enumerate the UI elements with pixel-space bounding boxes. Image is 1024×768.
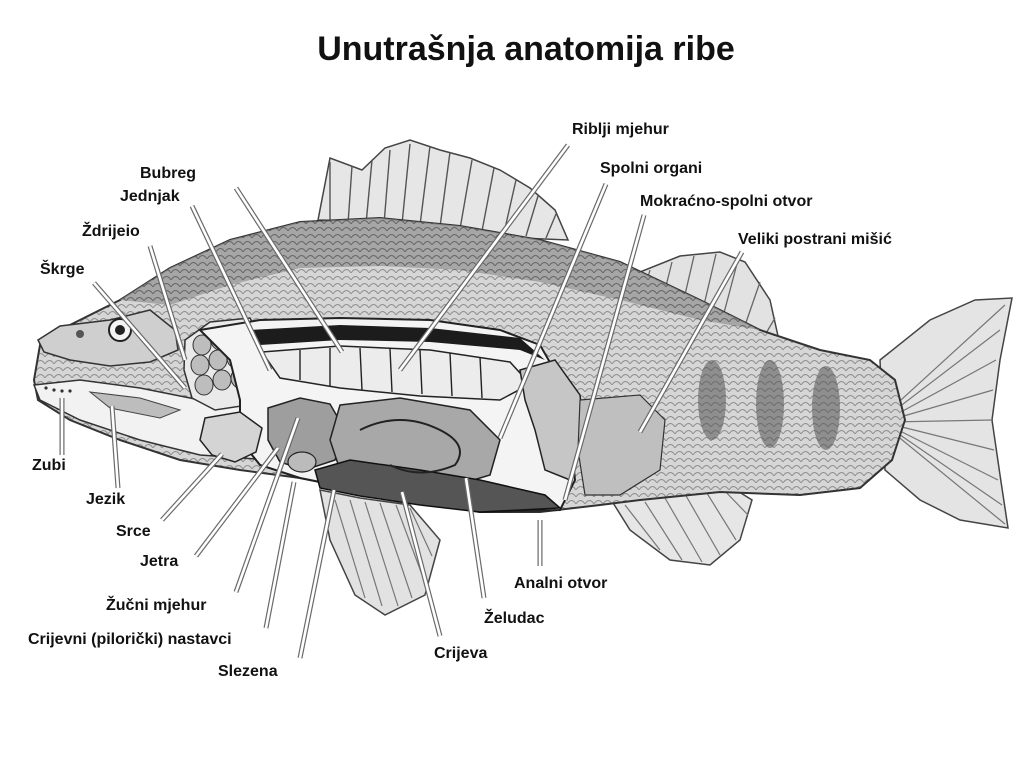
arrow-riblji-mjehur bbox=[397, 143, 571, 372]
label-veliki-postrani-misic: Veliki postrani mišić bbox=[738, 231, 892, 248]
arrow-zdrijelo bbox=[147, 245, 188, 361]
label-slezena: Slezena bbox=[218, 663, 278, 680]
label-zeludac: Želudac bbox=[484, 608, 545, 627]
fish-head bbox=[37, 309, 179, 367]
label-crijeva: Crijeva bbox=[434, 645, 487, 662]
intestines bbox=[314, 459, 562, 513]
labels: Riblji mjehur Spolni organi Mokraćno-spo… bbox=[28, 121, 892, 680]
arrow-mokracno-spolni-otvor bbox=[562, 214, 647, 501]
heart bbox=[199, 411, 263, 463]
label-zdrijelo: Ždrijeio bbox=[82, 221, 140, 240]
kidney bbox=[250, 325, 545, 360]
label-crijevni-nastavci: Crijevni (pilorički) nastavci bbox=[28, 631, 232, 648]
label-mokracno-spolni-otvor: Mokraćno-spolni otvor bbox=[640, 193, 812, 210]
gall-bladder bbox=[287, 451, 317, 473]
body-cavity bbox=[197, 316, 666, 514]
anal-fin bbox=[608, 479, 753, 566]
label-riblji-mjehur: Riblji mjehur bbox=[572, 121, 669, 138]
arrow-zucni-mjehur bbox=[233, 417, 301, 593]
pointer-arrows bbox=[59, 143, 745, 659]
label-spolni-organi: Spolni organi bbox=[600, 160, 702, 177]
pelvic-fin bbox=[319, 489, 441, 616]
teeth bbox=[44, 386, 72, 393]
arrow-skrge bbox=[92, 281, 187, 390]
arrow-slezena bbox=[297, 489, 337, 659]
label-jezik: Jezik bbox=[86, 491, 125, 508]
arrow-jezik bbox=[109, 405, 121, 489]
label-zucni-mjehur: Žučni mjehur bbox=[106, 595, 206, 614]
tail-fin bbox=[879, 297, 1013, 529]
swim-bladder bbox=[260, 345, 532, 401]
fish-illustration bbox=[32, 139, 1013, 616]
tail-bands bbox=[698, 360, 840, 450]
arrow-jetra bbox=[194, 446, 280, 558]
label-jetra: Jetra bbox=[140, 553, 178, 570]
arrow-srce bbox=[160, 452, 224, 522]
arrow-crijevni-nastavci bbox=[263, 481, 297, 629]
label-skrge: Škrge bbox=[40, 259, 85, 278]
diagram-title: Unutrašnja anatomija ribe bbox=[317, 30, 735, 68]
arrow-bubreg bbox=[233, 186, 345, 354]
label-bubreg: Bubreg bbox=[140, 165, 196, 182]
arrow-zeludac bbox=[463, 477, 487, 599]
arrow-jednjak bbox=[189, 204, 273, 372]
arrow-veliki-postrani-misic bbox=[637, 250, 745, 434]
label-srce: Srce bbox=[116, 523, 151, 540]
label-jednjak: Jednjak bbox=[120, 188, 180, 205]
arrow-crijeva bbox=[399, 491, 443, 637]
arrow-spolni-organi bbox=[497, 183, 609, 439]
label-zubi: Zubi bbox=[32, 457, 66, 474]
label-analni-otvor: Analni otvor bbox=[514, 575, 607, 592]
